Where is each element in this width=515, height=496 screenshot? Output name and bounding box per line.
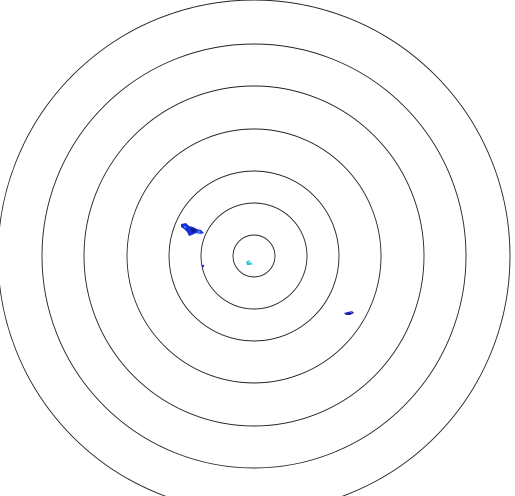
range-ring-6: [41, 43, 467, 469]
echo-west-fringe: [201, 264, 205, 268]
echo-center: [246, 260, 253, 265]
echo-west: [181, 223, 205, 268]
echo-east: [344, 311, 354, 315]
range-ring-5: [83, 85, 425, 427]
range-ring-2: [200, 202, 308, 310]
range-ring-4: [126, 128, 382, 384]
range-ring-3: [168, 170, 340, 342]
range-ring-1: [232, 234, 276, 278]
